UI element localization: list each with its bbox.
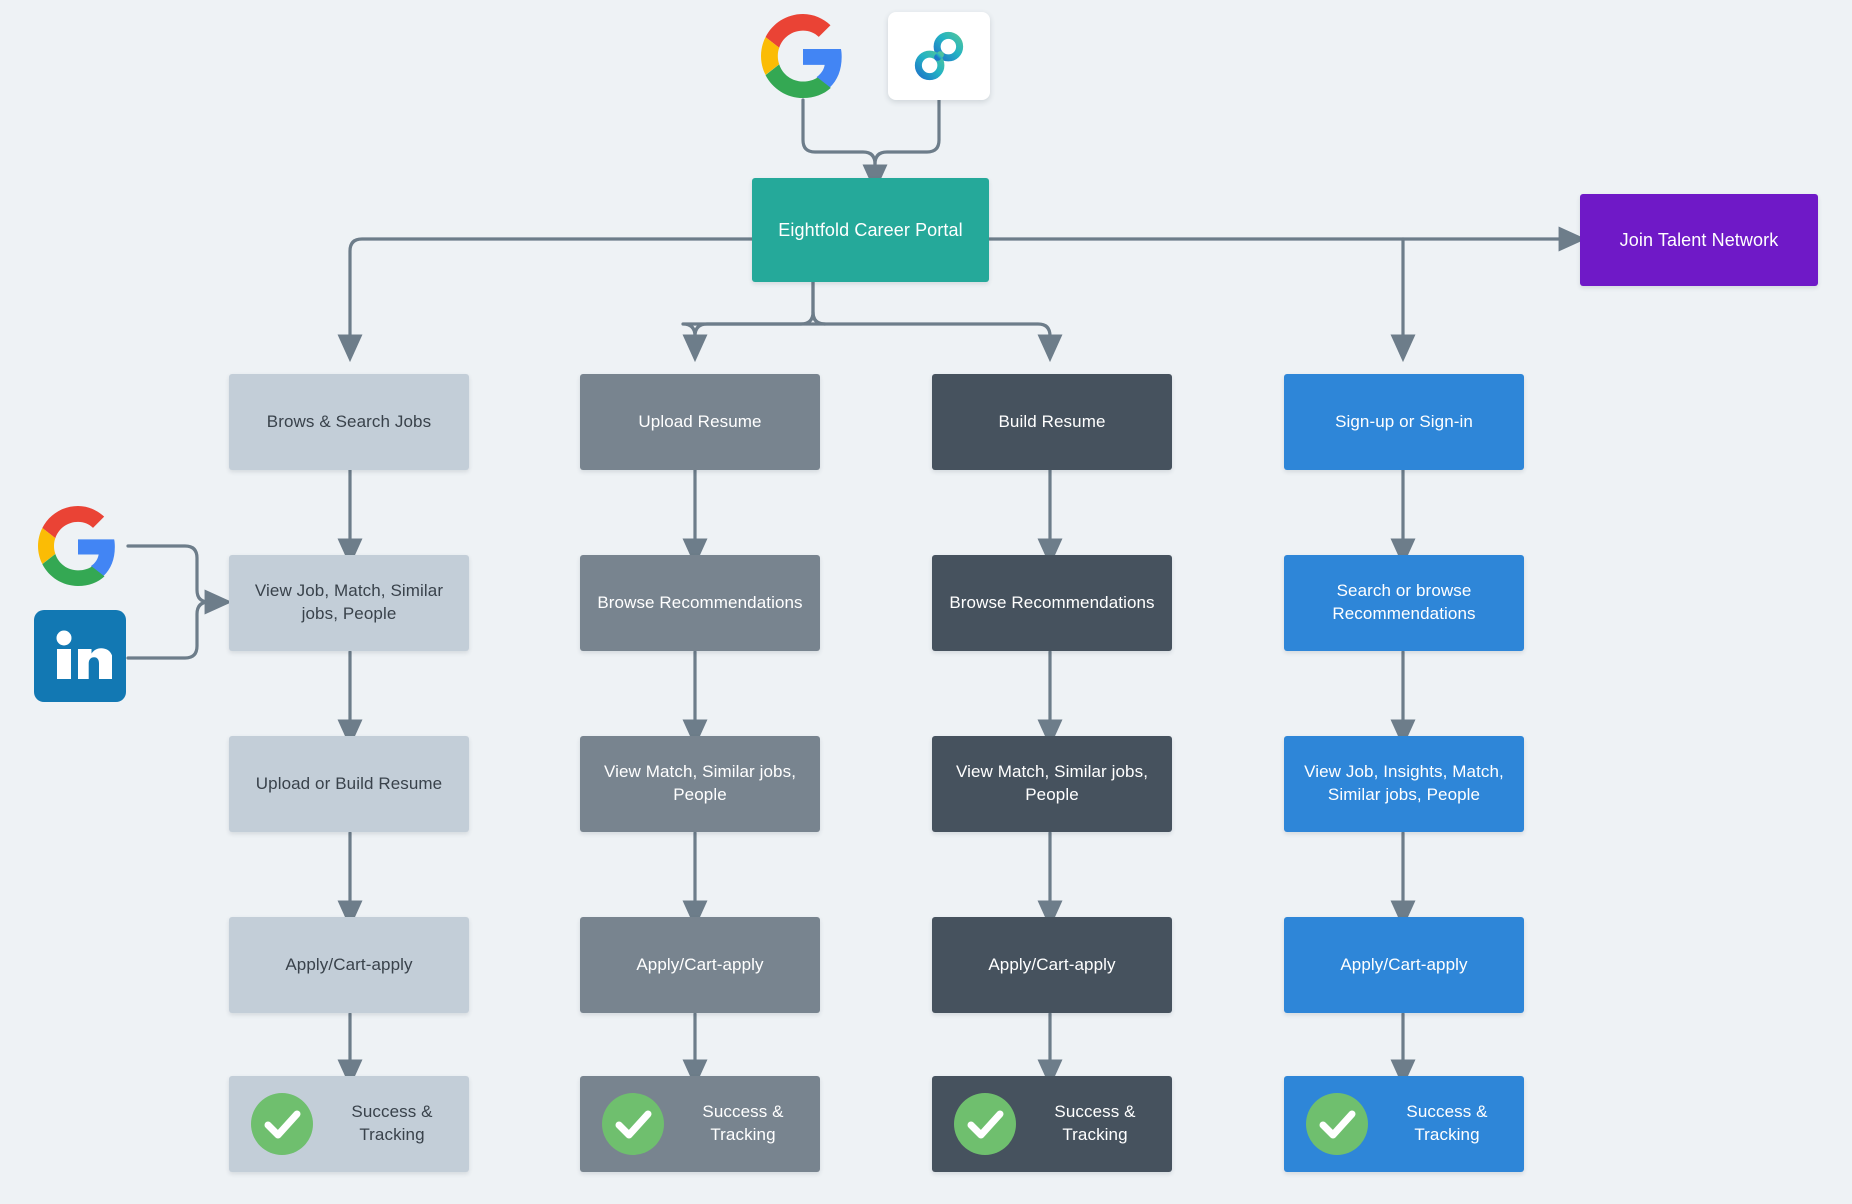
node-label: Sign-up or Sign-in [1335,411,1473,431]
node-label: Eightfold Career Portal [778,219,963,240]
node-label: View Match, Similar jobs, People [955,762,1149,804]
node-apply-cart-apply-col1[interactable]: Apply/Cart-apply [229,917,469,1013]
linkedin-in-icon [56,630,112,679]
node-build-resume[interactable]: Build Resume [932,374,1172,470]
node-label: Brows & Search Jobs [266,411,432,431]
node-label: Success & Tracking [1054,1102,1136,1144]
node-label: Join Talent Network [1619,229,1779,250]
check-circle-icon [1306,1093,1368,1155]
node-browse-recommendations-col3[interactable]: Browse Recommendations [932,555,1172,651]
google-logo-left [32,505,124,587]
node-success-and-tracking-col2[interactable]: Success & Tracking [580,1076,820,1172]
node-join-talent-network[interactable]: Join Talent Network [1580,194,1818,286]
node-label: View Match, Similar jobs, People [603,762,797,804]
node-apply-cart-apply-col2[interactable]: Apply/Cart-apply [580,917,820,1013]
node-apply-cart-apply-col3[interactable]: Apply/Cart-apply [932,917,1172,1013]
node-eightfold-career-portal[interactable]: Eightfold Career Portal [752,178,989,282]
node-view-job-match-similar-jobs-people[interactable]: View Job, Match, Similar jobs, People [229,555,469,651]
node-sign-up-or-sign-in[interactable]: Sign-up or Sign-in [1284,374,1524,470]
eightfold-logo-top [888,12,990,100]
node-label: Success & Tracking [351,1102,433,1144]
node-label: Build Resume [998,411,1106,431]
google-g-icon [761,14,842,98]
node-label: View Job, Match, Similar jobs, People [254,581,444,623]
node-label: Apply/Cart-apply [636,954,764,974]
node-label: Success & Tracking [1406,1102,1488,1144]
google-g-icon [38,506,115,586]
node-view-job-insights-match-similar-jobs-people[interactable]: View Job, Insights, Match, Similar jobs,… [1284,736,1524,832]
node-label: Browse Recommendations [949,592,1155,612]
node-success-and-tracking-col1[interactable]: Success & Tracking [229,1076,469,1172]
node-brows-and-search-jobs[interactable]: Brows & Search Jobs [229,374,469,470]
node-label: View Job, Insights, Match, Similar jobs,… [1304,762,1504,804]
node-label: Apply/Cart-apply [1340,954,1468,974]
node-label: Search or browse Recommendations [1332,581,1476,623]
node-success-and-tracking-col3[interactable]: Success & Tracking [932,1076,1172,1172]
check-circle-icon [602,1093,664,1155]
node-browse-recommendations-col2[interactable]: Browse Recommendations [580,555,820,651]
node-label: Upload or Build Resume [255,773,443,793]
node-label: Apply/Cart-apply [988,954,1116,974]
node-upload-resume[interactable]: Upload Resume [580,374,820,470]
node-label: Browse Recommendations [597,592,803,612]
node-label: Upload Resume [638,411,762,431]
check-circle-icon [251,1093,313,1155]
node-label: Apply/Cart-apply [285,954,413,974]
node-view-match-similar-jobs-people-col3[interactable]: View Match, Similar jobs, People [932,736,1172,832]
node-upload-or-build-resume[interactable]: Upload or Build Resume [229,736,469,832]
node-success-and-tracking-col4[interactable]: Success & Tracking [1284,1076,1524,1172]
google-logo-top [752,12,854,100]
node-apply-cart-apply-col4[interactable]: Apply/Cart-apply [1284,917,1524,1013]
linkedin-logo-left [34,610,126,702]
node-view-match-similar-jobs-people-col2[interactable]: View Match, Similar jobs, People [580,736,820,832]
eightfold-infinity-icon [914,31,964,81]
node-search-or-browse-recommendations[interactable]: Search or browse Recommendations [1284,555,1524,651]
check-circle-icon [954,1093,1016,1155]
node-label: Success & Tracking [702,1102,784,1144]
